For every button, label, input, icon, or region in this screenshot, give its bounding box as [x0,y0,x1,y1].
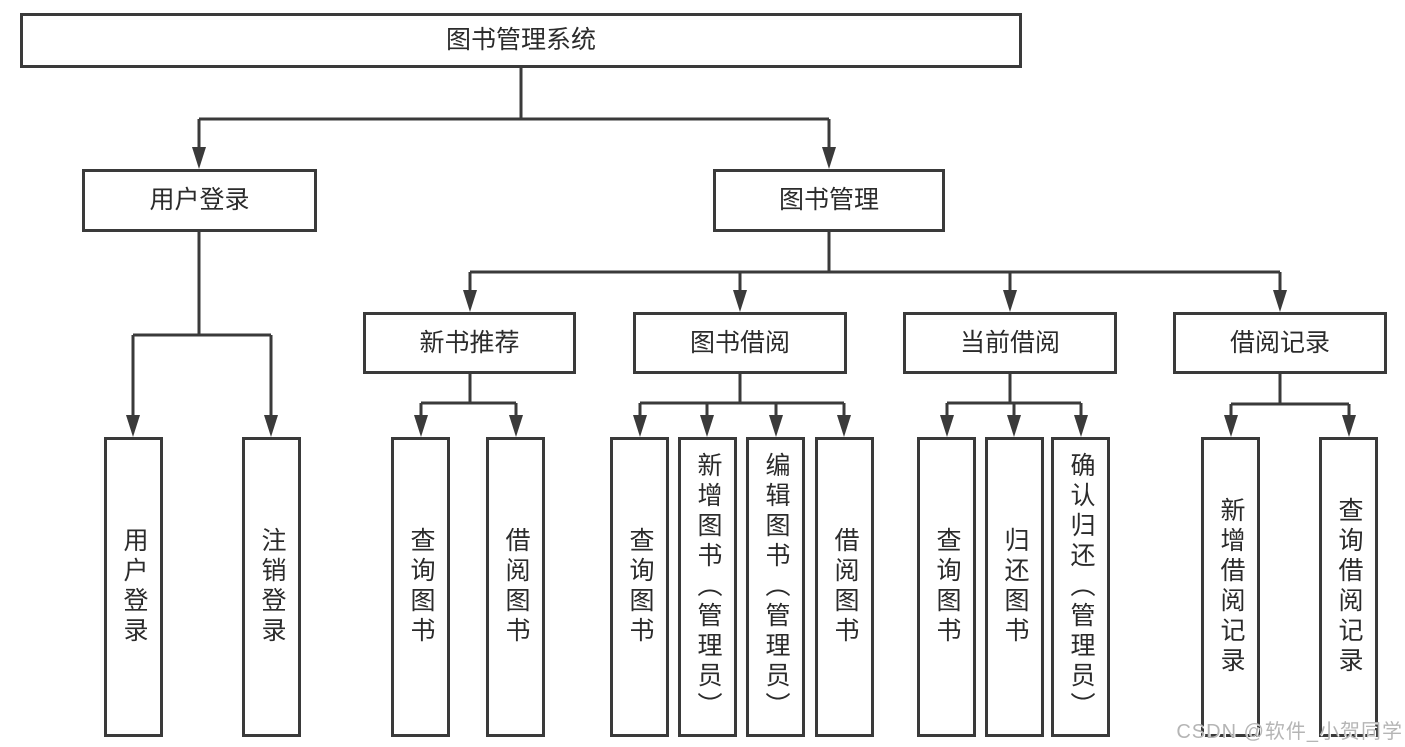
node-book-management: 图书管理 [713,169,945,232]
arrowhead [837,415,851,437]
leaf-edit-books-admin: 编辑图书（管理员） [746,437,805,737]
leaf-user-login: 用户登录 [104,437,163,737]
arrowhead [940,415,954,437]
arrowhead [414,415,428,437]
arrowhead [463,290,477,312]
leaf-return-books: 归还图书 [985,437,1044,737]
leaf-logout: 注销登录 [242,437,301,737]
leaf-confirm-return-admin: 确认归还（管理员） [1051,437,1110,737]
leaf-borrow-books: 借阅图书 [486,437,545,737]
node-borrowing-records: 借阅记录 [1173,312,1387,374]
arrowhead [733,290,747,312]
leaf-query-borrow-record: 查询借阅记录 [1319,437,1378,737]
arrowhead [509,415,523,437]
node-new-book-recommendation: 新书推荐 [363,312,576,374]
arrowhead [126,415,140,437]
node-book-borrowing: 图书借阅 [633,312,847,374]
arrowhead [1342,415,1356,437]
arrowhead [264,415,278,437]
node-library-management-system: 图书管理系统 [20,13,1022,68]
csdn-watermark: CSDN @软件_小贺同学 [1176,721,1403,743]
node-user-login: 用户登录 [82,169,317,232]
arrowhead [822,147,836,169]
arrowhead [769,415,783,437]
arrowhead [1273,290,1287,312]
leaf-borrow-books: 借阅图书 [815,437,874,737]
arrowhead [1007,415,1021,437]
arrowhead [1003,290,1017,312]
leaf-query-books: 查询图书 [610,437,669,737]
leaf-add-borrow-record: 新增借阅记录 [1201,437,1260,737]
node-current-borrowing: 当前借阅 [903,312,1117,374]
arrowhead [633,415,647,437]
arrowhead [1224,415,1238,437]
arrowhead [700,415,714,437]
leaf-add-books-admin: 新增图书（管理员） [678,437,737,737]
leaf-query-books: 查询图书 [917,437,976,737]
arrowhead [1074,415,1088,437]
arrowhead [192,147,206,169]
leaf-query-books: 查询图书 [391,437,450,737]
